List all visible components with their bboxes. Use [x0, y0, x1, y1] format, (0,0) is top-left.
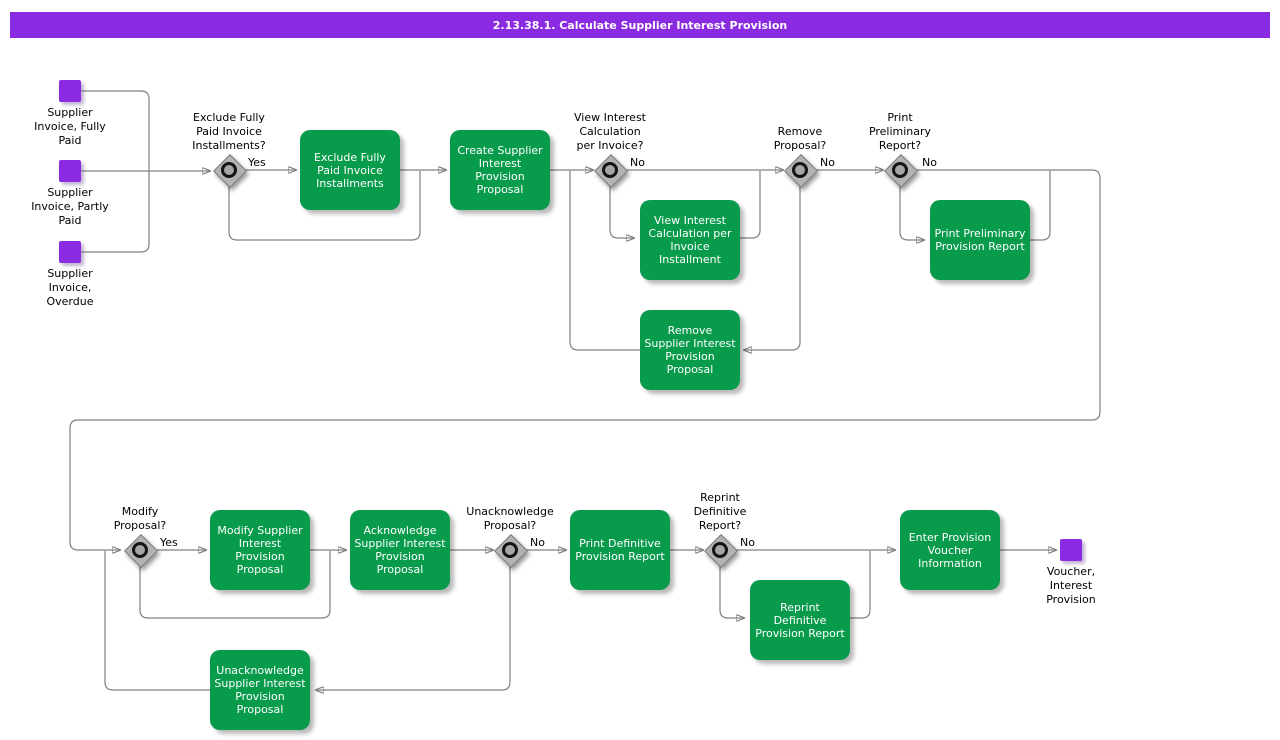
gateway-circle-icon: [602, 162, 618, 178]
activity-modify-supplier-interest-provision-proposal[interactable]: Modify Supplier Interest Provision Propo…: [210, 510, 310, 590]
gateway-question-label: View Interest Calculation per Invoice?: [574, 111, 646, 152]
end-event-voucher-interest-provision[interactable]: [1060, 539, 1082, 561]
gateway-circle-icon: [502, 542, 518, 558]
connectors: [69, 90, 1101, 690]
gateway-unacknowledge-proposal[interactable]: [494, 534, 528, 568]
event-label: Voucher, Interest Provision: [1046, 565, 1096, 606]
activity-print-definitive-provision-report[interactable]: Print Definitive Provision Report: [570, 510, 670, 590]
gateway-answer-label: No: [740, 536, 755, 549]
gateway-answer-label: No: [530, 536, 545, 549]
gateway-question-label: Unacknowledge Proposal?: [466, 505, 554, 532]
gateway-answer-label: No: [922, 156, 937, 169]
gateway-question-label: Print Preliminary Report?: [868, 111, 932, 152]
event-label: Supplier Invoice, Overdue: [46, 267, 94, 308]
activity-enter-provision-voucher-information[interactable]: Enter Provision Voucher Information: [900, 510, 1000, 590]
gateway-question-label: Exclude Fully Paid Invoice Installments?: [192, 111, 266, 152]
start-event-supplier-invoice-overdue[interactable]: [59, 241, 81, 263]
gateway-circle-icon: [132, 542, 148, 558]
gateway-print-preliminary-report[interactable]: [884, 154, 918, 188]
gateway-circle-icon: [892, 162, 908, 178]
gateway-answer-label: No: [820, 156, 835, 169]
gateway-circle-icon: [712, 542, 728, 558]
start-event-supplier-invoice-partly-paid[interactable]: [59, 160, 81, 182]
gateway-question-label: Remove Proposal?: [773, 125, 827, 152]
activity-exclude-fully-paid-invoice-installments[interactable]: Exclude Fully Paid Invoice Installments: [300, 130, 400, 210]
gateway-reprint-definitive-report[interactable]: [704, 534, 738, 568]
gateway-view-interest-calculation-per-invoice[interactable]: [594, 154, 628, 188]
diagram-title-bar: 2.13.38.1. Calculate Supplier Interest P…: [10, 12, 1270, 38]
activity-remove-supplier-interest-provision-proposal[interactable]: Remove Supplier Interest Provision Propo…: [640, 310, 740, 390]
gateway-answer-label: No: [630, 156, 645, 169]
gateway-exclude-fully-paid-invoice-installments[interactable]: [213, 154, 247, 188]
event-label: Supplier Invoice, Partly Paid: [31, 186, 109, 227]
gateway-circle-icon: [792, 162, 808, 178]
activity-reprint-definitive-provision-report[interactable]: Reprint Definitive Provision Report: [750, 580, 850, 660]
gateway-circle-icon: [221, 162, 237, 178]
activity-view-interest-calculation-per-invoice-installment[interactable]: View Interest Calculation per Invoice In…: [640, 200, 740, 280]
gateway-answer-label: Yes: [160, 536, 178, 549]
activity-print-preliminary-provision-report[interactable]: Print Preliminary Provision Report: [930, 200, 1030, 280]
event-label: Supplier Invoice, Fully Paid: [34, 106, 106, 147]
activity-create-supplier-interest-provision-proposal[interactable]: Create Supplier Interest Provision Propo…: [450, 130, 550, 210]
activity-acknowledge-supplier-interest-provision-proposal[interactable]: Acknowledge Supplier Interest Provision …: [350, 510, 450, 590]
activity-unacknowledge-supplier-interest-provision-proposal[interactable]: Unacknowledge Supplier Interest Provisio…: [210, 650, 310, 730]
gateway-remove-proposal[interactable]: [784, 154, 818, 188]
start-event-supplier-invoice-fully-paid[interactable]: [59, 80, 81, 102]
gateway-answer-label: Yes: [248, 156, 266, 169]
gateway-modify-proposal[interactable]: [124, 534, 158, 568]
gateway-question-label: Modify Proposal?: [113, 505, 167, 532]
gateway-question-label: Reprint Definitive Report?: [693, 491, 747, 532]
